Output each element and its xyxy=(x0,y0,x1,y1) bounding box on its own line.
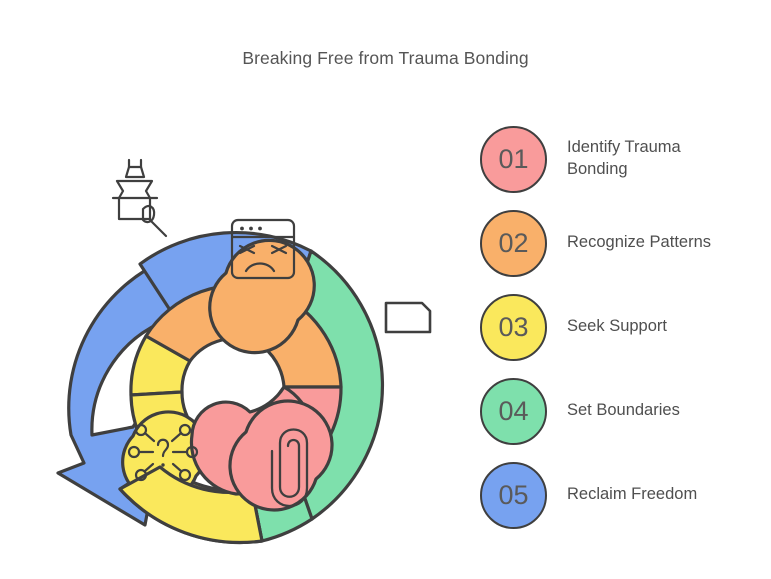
legend-badge-01: 01 xyxy=(480,125,547,193)
legend-label-02: Recognize Patterns xyxy=(567,233,711,252)
legend-item-04[interactable]: 04 Set Boundaries xyxy=(480,369,765,453)
legend-label-01: Identify Trauma Bonding xyxy=(567,138,681,178)
rectangle-boundary-icon xyxy=(384,301,432,334)
angry-window-icon xyxy=(230,218,296,280)
legend-item-05[interactable]: 05 Reclaim Freedom xyxy=(480,453,765,537)
segment-03-yellow-arm xyxy=(118,465,264,545)
legend-item-03[interactable]: 03 Seek Support xyxy=(480,285,765,369)
legend-item-02[interactable]: 02 Recognize Patterns xyxy=(480,201,765,285)
legend-badge-05: 05 xyxy=(480,461,547,529)
spiral-diagram xyxy=(56,158,432,545)
legend-item-01[interactable]: 01 Identify Trauma Bonding xyxy=(480,117,765,201)
question-network-icon xyxy=(127,423,199,482)
segment-02-orange-blob xyxy=(208,238,316,355)
broken-vase-repair-icon xyxy=(111,158,168,238)
segment-05-blue-band xyxy=(56,249,313,527)
legend-label-04: Set Boundaries xyxy=(567,401,680,420)
page-title: Breaking Free from Trauma Bonding xyxy=(242,48,529,68)
legend: 01 Identify Trauma Bonding 02 Recognize … xyxy=(480,117,765,537)
legend-label-05: Reclaim Freedom xyxy=(567,485,698,504)
paperclip-icon xyxy=(270,428,309,508)
legend-label-03: Seek Support xyxy=(567,317,667,336)
legend-badge-03: 03 xyxy=(480,293,547,361)
legend-badge-02: 02 xyxy=(480,209,547,277)
legend-badge-04: 04 xyxy=(480,377,547,445)
